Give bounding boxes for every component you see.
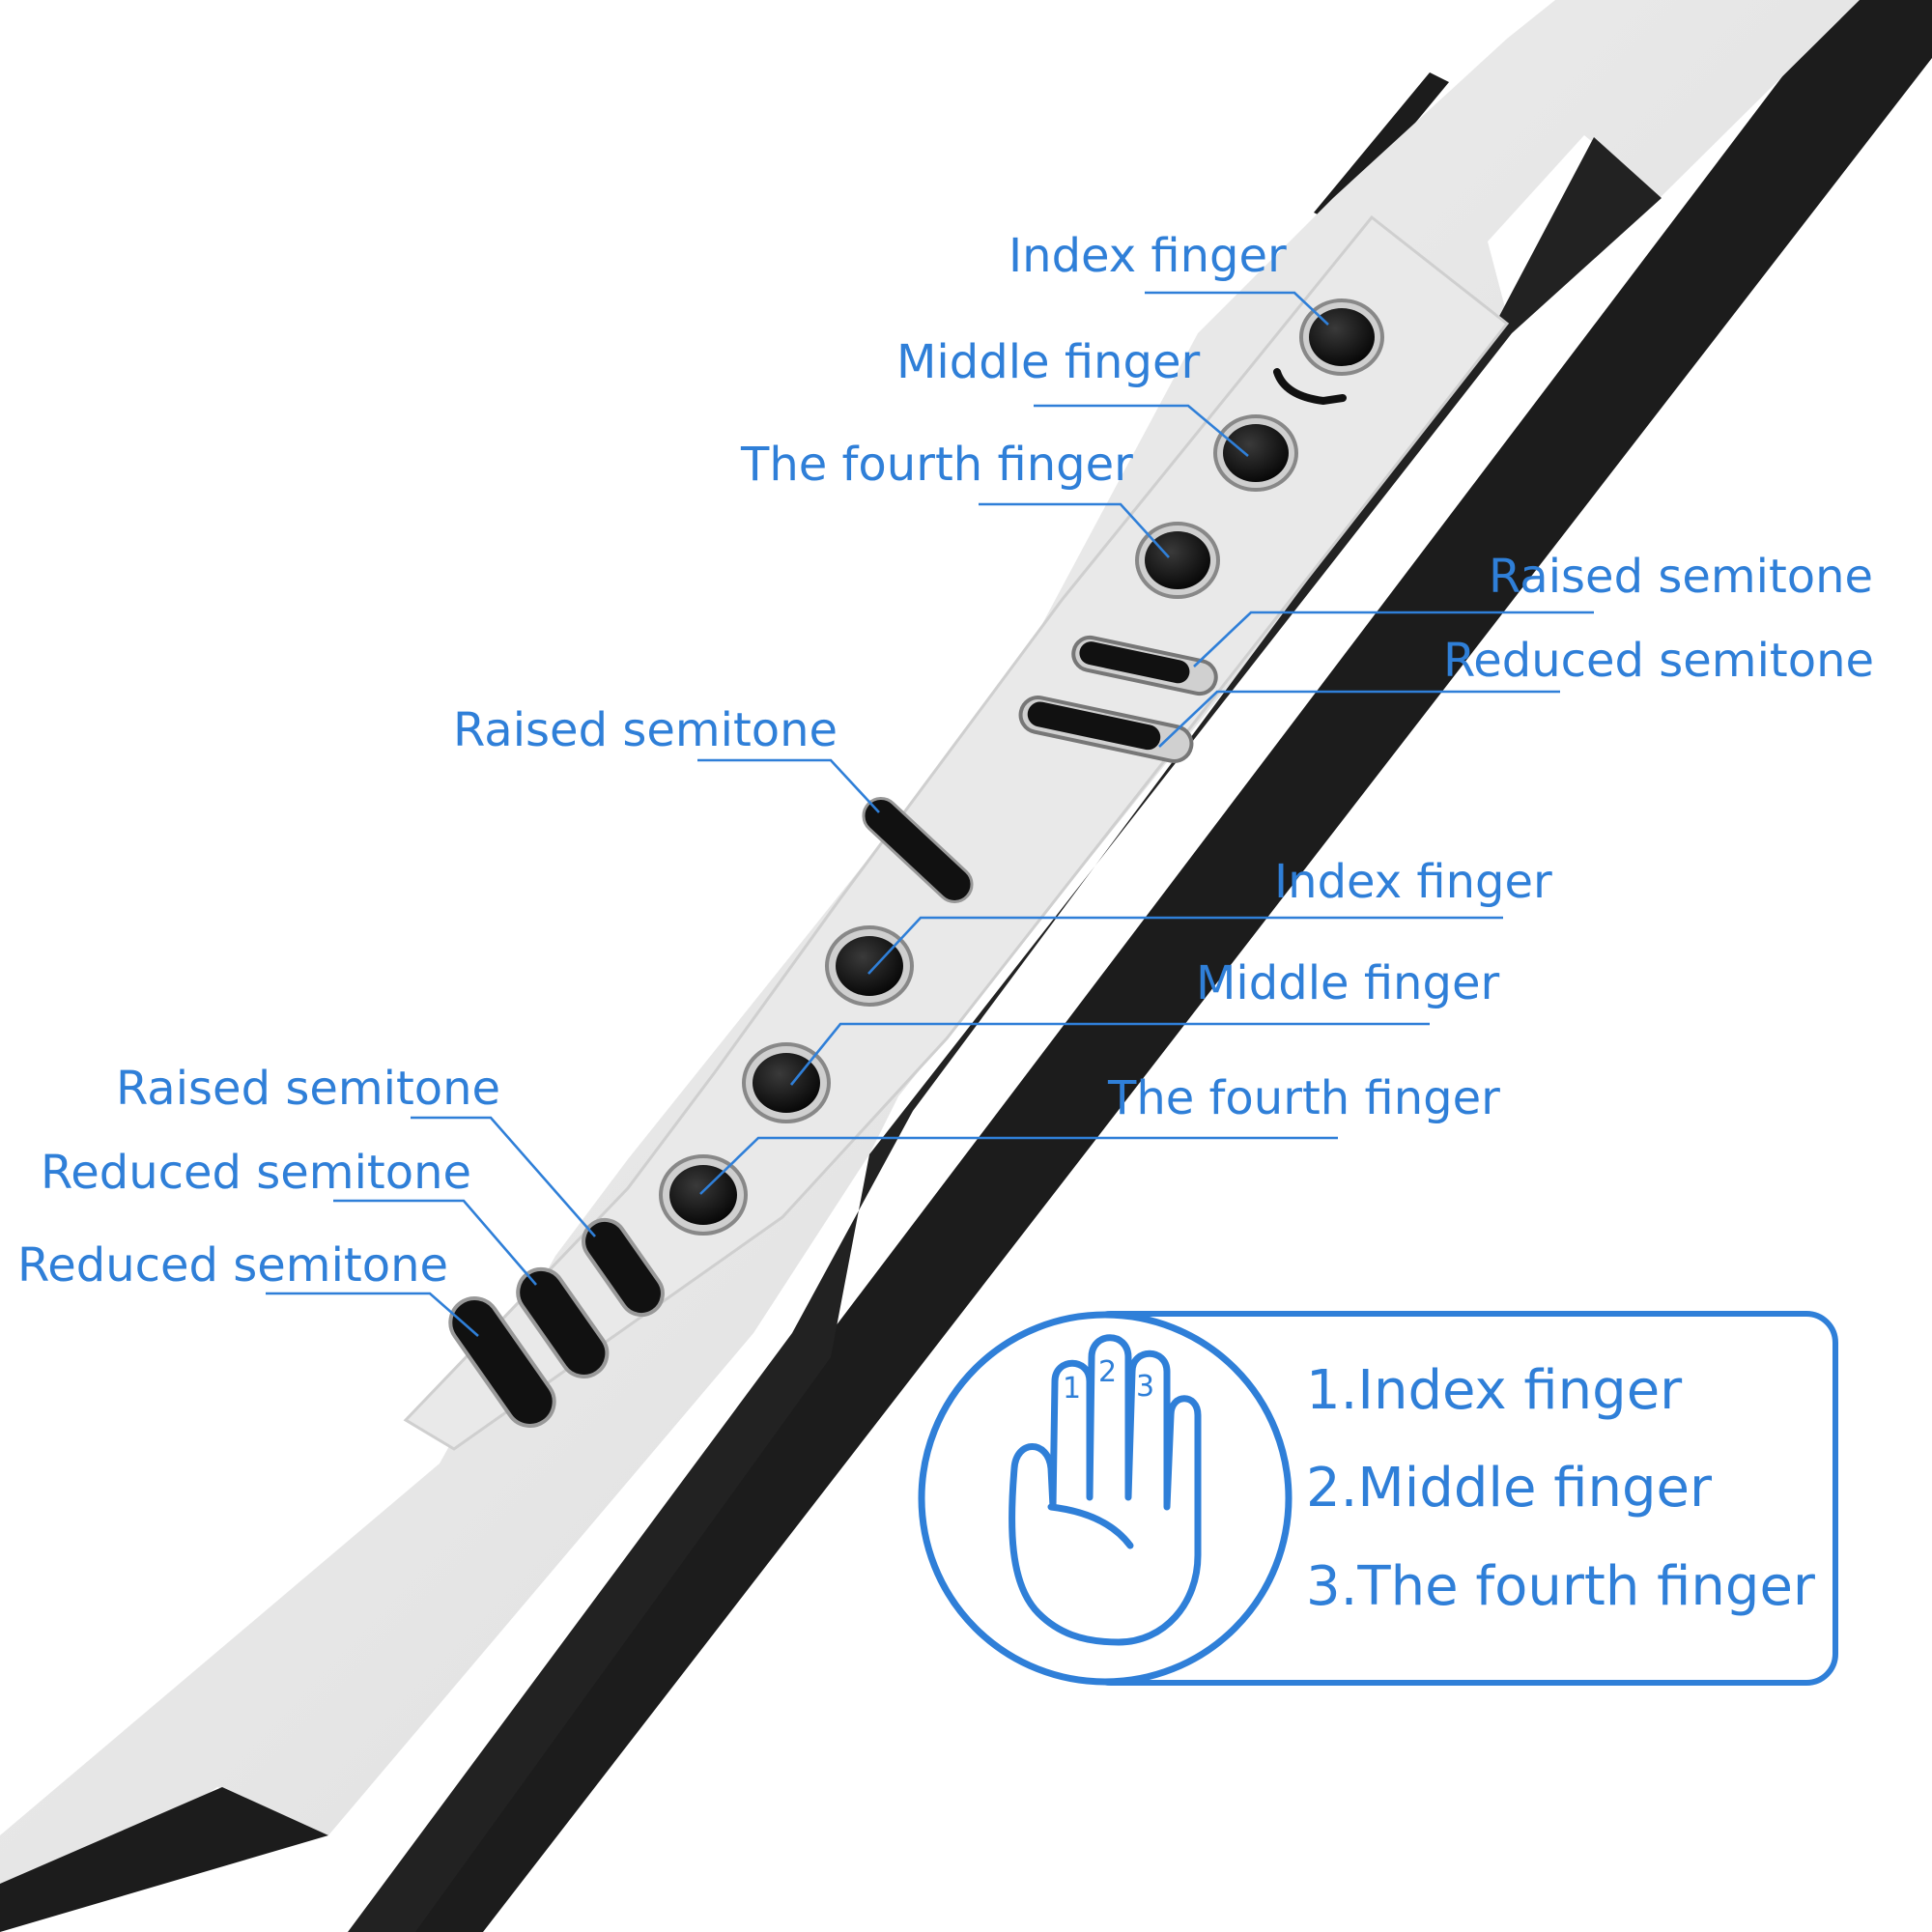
label-middle-raised: Raised semitone — [453, 703, 838, 757]
thumb-reduced-semitone-key-2[interactable] — [441, 1289, 564, 1435]
leader-upper-fourth — [979, 502, 1170, 558]
leader-upper-middle — [1034, 404, 1249, 457]
key-plate — [403, 214, 1510, 1451]
legend-item-index: 1.Index finger — [1306, 1359, 1683, 1422]
label-thumb-reduced-2: Reduced semitone — [17, 1238, 448, 1293]
label-upper-fourth: The fourth finger — [740, 438, 1133, 492]
label-lower-fourth: The fourth finger — [1107, 1071, 1500, 1125]
leader-lower-fourth — [699, 1136, 1338, 1195]
leader-middle-raised — [697, 758, 880, 813]
thumb-raised-semitone-key[interactable] — [575, 1211, 670, 1322]
leader-thumb-reduced-2 — [266, 1292, 479, 1337]
middle-raised-semitone-key[interactable] — [857, 791, 980, 909]
label-lower-middle: Middle finger — [1196, 956, 1499, 1010]
label-upper-raised: Raised semitone — [1489, 550, 1873, 604]
instrument-dark-edge — [377, 0, 1932, 1932]
leader-thumb-reduced-1 — [333, 1199, 537, 1286]
leader-lower-index — [867, 916, 1503, 975]
leader-lines — [266, 291, 1594, 1337]
label-upper-middle: Middle finger — [896, 335, 1200, 389]
finger-legend: 1 2 3 1.Index finger 2.Middle finger 3.T… — [918, 1311, 1838, 1686]
lower-index-key[interactable] — [825, 925, 914, 1007]
label-thumb-raised: Raised semitone — [116, 1062, 500, 1116]
labels: Index finger Middle finger The fourth fi… — [17, 229, 1874, 1293]
lower-body-shade — [0, 1787, 328, 1932]
leader-upper-raised — [1193, 611, 1594, 668]
upper-raised-semitone-key[interactable] — [1070, 635, 1219, 696]
label-upper-index: Index finger — [1009, 229, 1287, 283]
upper-middle-key[interactable] — [1213, 414, 1298, 492]
instrument-keys — [441, 298, 1384, 1435]
legend-item-middle: 2.Middle finger — [1306, 1457, 1713, 1520]
legend-item-fourth: 3.The fourth finger — [1306, 1555, 1816, 1618]
label-thumb-reduced-1: Reduced semitone — [41, 1146, 471, 1200]
leader-upper-reduced — [1158, 690, 1560, 748]
lower-fourth-key[interactable] — [659, 1154, 748, 1236]
upper-reduced-semitone-key[interactable] — [1017, 695, 1195, 765]
label-lower-index: Index finger — [1274, 855, 1552, 909]
upper-fourth-key[interactable] — [1135, 522, 1220, 599]
leader-lower-middle — [789, 1022, 1430, 1086]
octave-key-crescent — [1273, 368, 1347, 406]
label-upper-reduced: Reduced semitone — [1443, 634, 1874, 688]
leader-upper-index — [1145, 291, 1329, 326]
leader-thumb-raised — [411, 1116, 596, 1237]
hand-icon: 1 2 3 — [1009, 1334, 1202, 1646]
finger-number-1: 1 — [1063, 1372, 1081, 1406]
finger-number-2: 2 — [1098, 1355, 1117, 1389]
instrument-inner-strip — [348, 137, 1662, 1932]
finger-number-3: 3 — [1136, 1370, 1154, 1404]
